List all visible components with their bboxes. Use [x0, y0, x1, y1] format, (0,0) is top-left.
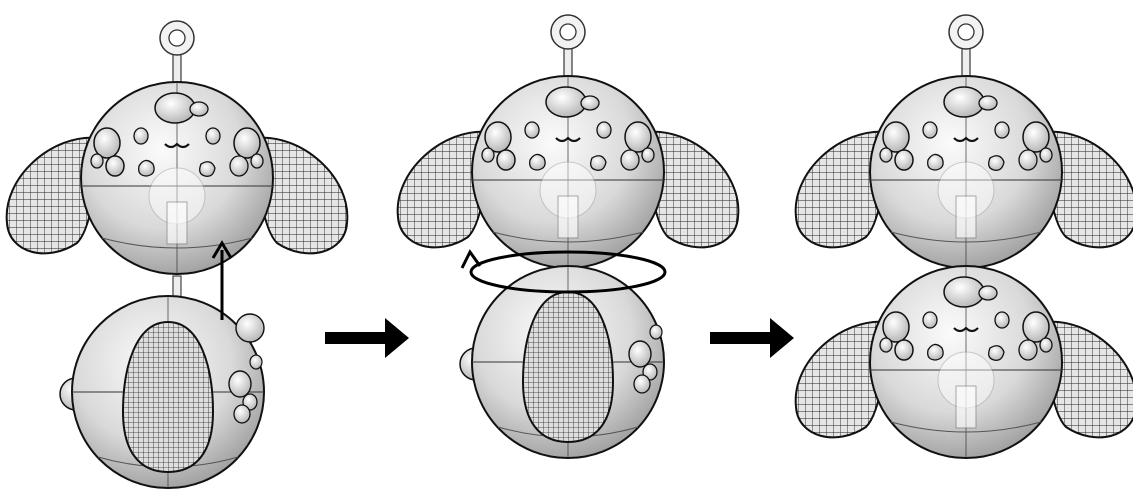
rotate-arrow-icon [460, 249, 667, 294]
panel-step-3 [794, 14, 1133, 460]
up-arrow-icon [211, 240, 233, 320]
right-arrow-icon [710, 318, 794, 358]
right-arrow-icon [325, 318, 409, 358]
body-module [459, 265, 665, 459]
body-module [59, 295, 265, 489]
connector-stem [172, 275, 182, 299]
panel-step-1 [5, 20, 349, 489]
head-module [396, 14, 740, 270]
ear-knob [235, 313, 265, 343]
head-module-stacked [794, 264, 1133, 460]
head-module [794, 14, 1133, 270]
panel-step-2 [396, 14, 740, 459]
head-module [5, 20, 349, 276]
